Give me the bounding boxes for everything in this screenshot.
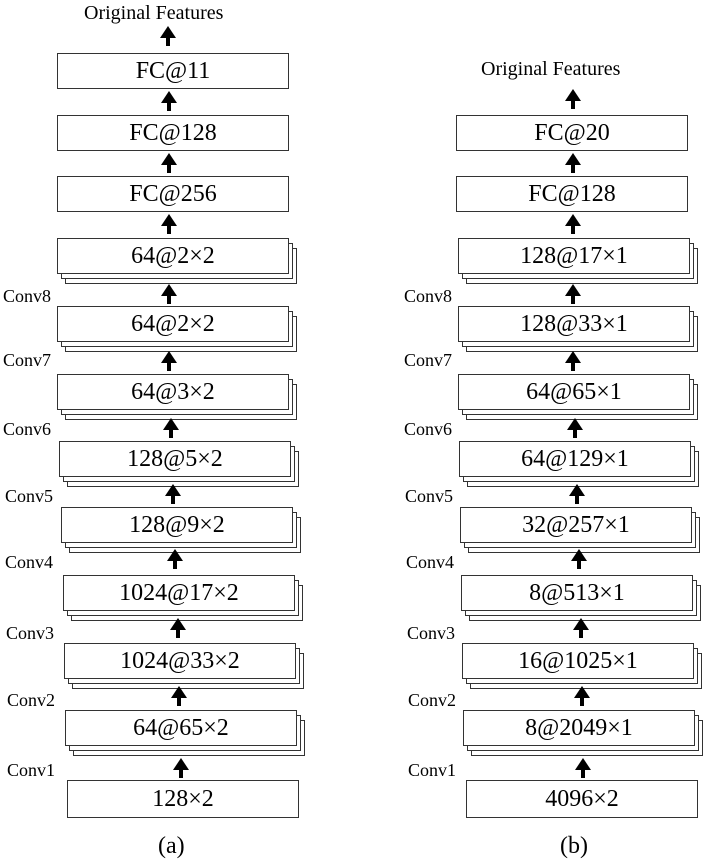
feature-map-b-6: 64@65×1 bbox=[458, 374, 698, 422]
conv-label-a-4: Conv4 bbox=[5, 552, 54, 572]
conv-label-b-7: Conv7 bbox=[404, 350, 453, 370]
feature-map-b-5: 64@129×1 bbox=[459, 441, 699, 489]
feature-map-label: 128@5×2 bbox=[59, 441, 291, 477]
feature-map-label: 64@129×1 bbox=[459, 441, 691, 477]
feature-map-label: 64@65×1 bbox=[458, 374, 690, 410]
conv-label-a-8: Conv8 bbox=[3, 286, 52, 306]
arrow-up-icon bbox=[173, 758, 189, 778]
arrow-up-icon bbox=[161, 153, 177, 173]
arrow-up-icon bbox=[569, 484, 585, 504]
arrow-up-icon bbox=[575, 758, 591, 778]
feature-map-label: 32@257×1 bbox=[460, 507, 692, 543]
arrow-up-icon bbox=[571, 549, 587, 569]
arrow-up-icon bbox=[565, 89, 581, 109]
arrow-up-icon bbox=[170, 618, 186, 638]
arrow-up-icon bbox=[161, 91, 177, 111]
feature-map-label: 8@513×1 bbox=[461, 575, 693, 611]
feature-map-b-7: 128@33×1 bbox=[458, 306, 698, 354]
conv-label-b-6: Conv6 bbox=[404, 419, 453, 439]
arrow-up-icon bbox=[565, 214, 581, 234]
feature-map-a-3: 1024@17×2 bbox=[63, 575, 303, 623]
arrow-up-icon bbox=[165, 484, 181, 504]
panel-b-title: Original Features bbox=[481, 58, 621, 80]
feature-map-b-8: 128@17×1 bbox=[458, 238, 698, 286]
feature-map-b-1: 8@2049×1 bbox=[463, 710, 703, 758]
arrow-up-icon bbox=[167, 549, 183, 569]
arrow-up-icon bbox=[161, 351, 177, 371]
conv-label-a-2: Conv2 bbox=[7, 690, 56, 710]
feature-map-label: 64@3×2 bbox=[57, 374, 289, 410]
arrow-up-icon bbox=[160, 26, 176, 46]
feature-map-label: 64@65×2 bbox=[65, 710, 297, 746]
feature-map-label: 128@9×2 bbox=[61, 507, 293, 543]
feature-map-label: 8@2049×1 bbox=[463, 710, 695, 746]
arrow-up-icon bbox=[574, 686, 590, 706]
feature-map-a-7: 64@2×2 bbox=[57, 306, 297, 354]
feature-map-label: 16@1025×1 bbox=[462, 643, 694, 679]
feature-map-a-2: 1024@33×2 bbox=[64, 643, 304, 691]
conv-label-a-1: Conv1 bbox=[7, 760, 56, 780]
feature-map-b-2: 16@1025×1 bbox=[462, 643, 702, 691]
conv-label-a-3: Conv3 bbox=[6, 623, 55, 643]
arrow-up-icon bbox=[567, 418, 583, 438]
arrow-up-icon bbox=[161, 284, 177, 304]
conv-label-b-4: Conv4 bbox=[406, 552, 455, 572]
fc-layer-a-1: FC@11 bbox=[57, 53, 289, 89]
feature-map-label: 64@2×2 bbox=[57, 306, 289, 342]
arrow-up-icon bbox=[573, 618, 589, 638]
arrow-up-icon bbox=[163, 418, 179, 438]
conv-label-a-7: Conv7 bbox=[3, 350, 52, 370]
panel-a-title: Original Features bbox=[84, 2, 224, 24]
fc-layer-a-2: FC@128 bbox=[57, 115, 289, 151]
arrow-up-icon bbox=[565, 153, 581, 173]
feature-map-a-6: 64@3×2 bbox=[57, 374, 297, 422]
feature-map-label: 128@17×1 bbox=[458, 238, 690, 274]
fc-layer-a-3: FC@256 bbox=[57, 176, 289, 212]
conv-label-b-3: Conv3 bbox=[407, 623, 456, 643]
feature-map-b-4: 32@257×1 bbox=[460, 507, 700, 555]
conv-label-a-6: Conv6 bbox=[3, 419, 52, 439]
feature-map-label: 1024@17×2 bbox=[63, 575, 295, 611]
arrow-up-icon bbox=[161, 214, 177, 234]
conv-label-b-1: Conv1 bbox=[408, 760, 457, 780]
feature-map-a-5: 128@5×2 bbox=[59, 441, 299, 489]
arrow-up-icon bbox=[171, 686, 187, 706]
caption-b: (b) bbox=[560, 833, 588, 859]
arrow-up-icon bbox=[565, 284, 581, 304]
fc-layer-b-2: FC@128 bbox=[456, 176, 688, 212]
conv-label-b-2: Conv2 bbox=[408, 690, 457, 710]
feature-map-label: 128@33×1 bbox=[458, 306, 690, 342]
feature-map-a-4: 128@9×2 bbox=[61, 507, 301, 555]
input-b: 4096×2 bbox=[466, 780, 698, 818]
feature-map-a-1: 64@65×2 bbox=[65, 710, 305, 758]
feature-map-label: 64@2×2 bbox=[57, 238, 289, 274]
conv-label-b-8: Conv8 bbox=[404, 286, 453, 306]
input-a: 128×2 bbox=[67, 780, 299, 818]
arrow-up-icon bbox=[565, 351, 581, 371]
conv-label-b-5: Conv5 bbox=[405, 486, 454, 506]
caption-a: (a) bbox=[158, 833, 185, 859]
feature-map-label: 1024@33×2 bbox=[64, 643, 296, 679]
feature-map-a-8: 64@2×2 bbox=[57, 238, 297, 286]
conv-label-a-5: Conv5 bbox=[5, 486, 54, 506]
fc-layer-b-1: FC@20 bbox=[456, 115, 688, 151]
feature-map-b-3: 8@513×1 bbox=[461, 575, 701, 623]
